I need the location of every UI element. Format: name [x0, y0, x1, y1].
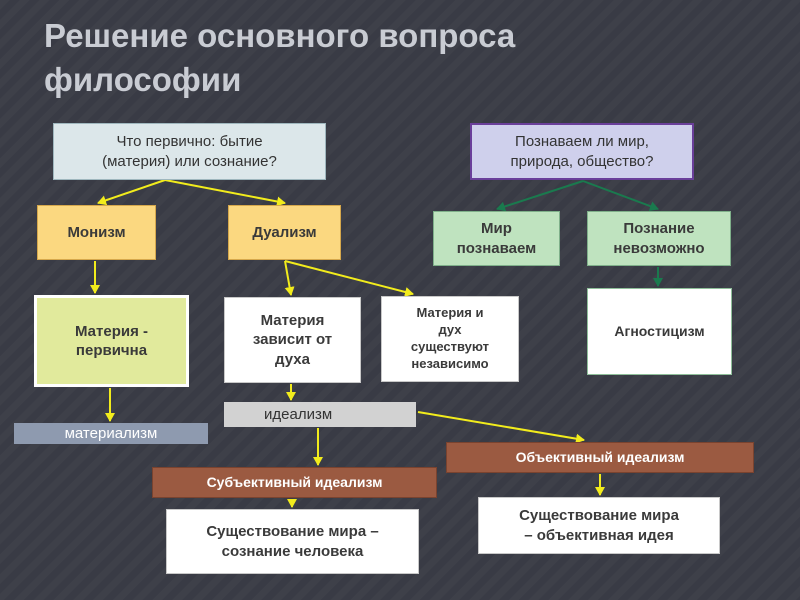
arrow-knowledge-to-knowable: [496, 180, 584, 212]
agnosticism-box: Агностицизм: [587, 288, 732, 375]
question-being-line-1: Что первично: бытие: [116, 133, 263, 150]
knowledge-impossible-box: Познание невозможно: [587, 211, 731, 266]
independent-line-4: независимо: [411, 355, 489, 371]
objective-idealism-box: Объективный идеализм: [446, 442, 754, 473]
existence-objective-idea-box: Существование мира – объективная идея: [478, 497, 720, 554]
slide-title: Решение основного вопроса философии: [44, 14, 644, 102]
dualism-box: Дуализм: [228, 205, 341, 260]
materialism-label: материализм: [14, 423, 208, 444]
question-knowability-line-1: Познаваем ли мир,: [515, 133, 649, 150]
independent-line-1: Материя и: [416, 305, 484, 321]
arrow-dualism-to-independent: [284, 260, 414, 297]
independent-line-3: существуют: [410, 339, 490, 354]
world-knowable-box: Мир познаваем: [433, 211, 560, 266]
knowledge-impossible-line-1: Познание: [623, 220, 695, 237]
existence-objective-line-1: Существование мира: [519, 507, 679, 524]
existence-objective-line-2: – объективная идея: [524, 526, 674, 544]
matter-depends-line-1: Материя: [260, 311, 325, 329]
arrow-dualism-to-matter-depends: [284, 260, 295, 296]
knowledge-impossible-line-2: невозможно: [613, 239, 705, 257]
idealism-label: идеализм: [224, 402, 416, 427]
subjective-idealism-box: Субъективный идеализм: [152, 467, 437, 498]
matter-primary-line-2: первична: [75, 342, 148, 359]
world-knowable-line-1: Мир: [481, 220, 512, 237]
arrow-knowledge-to-impossible: [582, 180, 659, 211]
question-being-or-consciousness: Что первично: бытие (материя) или сознан…: [53, 123, 326, 180]
question-knowability-line-2: природа, общество?: [510, 152, 654, 170]
matter-depends-line-2: зависит от: [252, 331, 333, 349]
existence-consciousness-line-1: Существование мира –: [206, 523, 379, 540]
matter-primary-box: Материя - первична: [34, 295, 189, 387]
existence-consciousness-box: Существование мира – сознание человека: [166, 509, 419, 574]
world-knowable-line-2: познаваем: [456, 239, 537, 257]
independent-line-2: дух: [438, 322, 462, 338]
existence-consciousness-line-2: сознание человека: [221, 542, 364, 560]
question-knowability: Познаваем ли мир, природа, общество?: [470, 123, 694, 180]
arrow-question-to-monism: [97, 179, 166, 206]
matter-primary-line-1: Материя -: [74, 322, 148, 340]
monism-box: Монизм: [37, 205, 156, 260]
title-line-1: Решение основного вопроса: [44, 17, 516, 54]
arrow-idealism-to-objective: [417, 411, 585, 444]
question-being-line-2: (материя) или сознание?: [102, 152, 277, 170]
matter-depends-on-spirit-box: Материя зависит от духа: [224, 297, 361, 383]
matter-depends-line-3: духа: [275, 350, 310, 368]
matter-spirit-independent-box: Материя и дух существуют независимо: [381, 296, 519, 382]
arrow-question-to-dualism: [164, 179, 286, 207]
title-line-2: философии: [44, 61, 242, 98]
